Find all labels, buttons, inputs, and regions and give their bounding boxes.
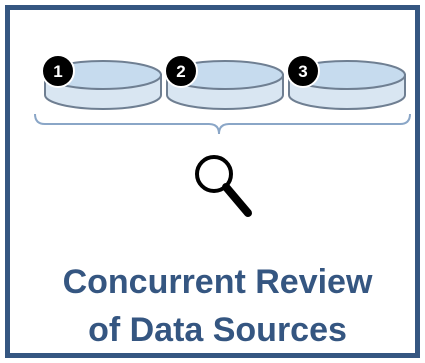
- badge-2: 2: [164, 54, 198, 88]
- badge-1: 1: [41, 54, 75, 88]
- magnifying-glass-icon: [195, 155, 252, 217]
- grouping-bracket: [34, 113, 411, 135]
- badge-number-2: 2: [176, 62, 185, 81]
- badge-3: 3: [286, 54, 320, 88]
- diagram-caption: Concurrent Review of Data Sources: [10, 258, 425, 354]
- card-frame: 1 2 3 Concurrent Review of Data Sources: [5, 5, 420, 358]
- caption-line-1: Concurrent Review: [62, 263, 373, 301]
- badge-number-1: 1: [53, 62, 62, 81]
- data-sources-diagram: 1 2 3: [34, 54, 411, 217]
- badge-number-3: 3: [298, 62, 307, 81]
- data-source-disk-3: [288, 60, 406, 110]
- caption-line-2: of Data Sources: [88, 311, 347, 349]
